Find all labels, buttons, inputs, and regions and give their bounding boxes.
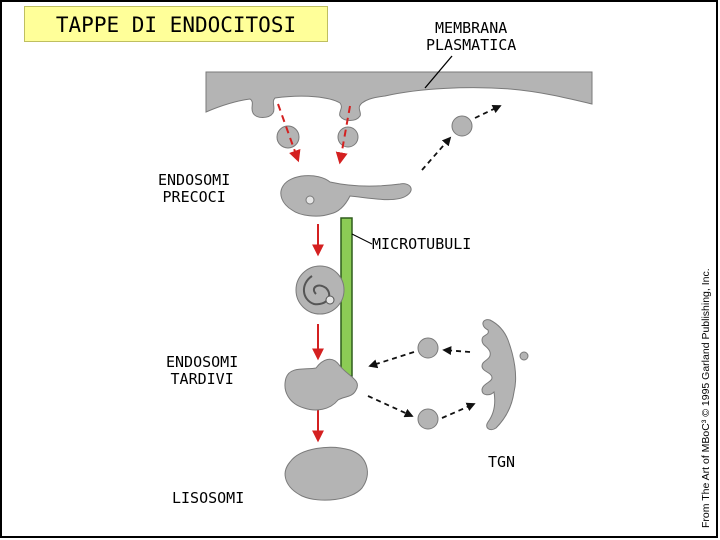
tgn-vesicle xyxy=(519,351,529,361)
label-lysosomes: LISOSOMI xyxy=(172,489,245,507)
label-late-endosomes: ENDOSOMI TARDIVI xyxy=(166,354,238,387)
arrow-vesicle-bottom-to-tgn xyxy=(441,402,476,419)
label-late-endosomes-line2: TARDIVI xyxy=(170,369,234,388)
copyright-credit: From The Art of MBoC³ © 1995 Garland Pub… xyxy=(700,268,712,528)
label-early-endosomes: ENDOSOMI PRECOCI xyxy=(158,172,230,205)
membrane-pointer-line xyxy=(424,55,453,89)
label-plasma-membrane-line2: PLASMATICA xyxy=(426,35,517,54)
lysosome xyxy=(284,446,368,501)
carrier-inner-vesicle xyxy=(325,295,335,305)
page-title: TAPPE DI ENDOCITOSI xyxy=(24,6,328,42)
microtubule-pointer-line xyxy=(351,233,373,245)
arrow-recycling-to-membrane xyxy=(474,105,502,119)
arrow-vesicle-left-to-endosome xyxy=(277,103,301,163)
endocytic-vesicle-right xyxy=(337,126,359,148)
tgn-transport-vesicle-bottom xyxy=(417,408,439,430)
arrow-vesicle-right-to-endosome xyxy=(335,105,351,165)
early-endosome-vesicle xyxy=(305,195,315,205)
late-endosome xyxy=(284,358,358,411)
early-endosome xyxy=(280,175,412,217)
arrow-vesicle-top-to-late xyxy=(368,351,415,369)
recycling-vesicle xyxy=(451,115,473,137)
label-tgn: TGN xyxy=(488,453,516,471)
label-microtubules: MICROTUBULI xyxy=(372,235,472,253)
arrow-tgn-to-vesicle-top xyxy=(442,346,471,356)
plasma-membrane xyxy=(205,71,593,121)
tgn-transport-vesicle-top xyxy=(417,337,439,359)
arrow-late-to-vesicle-bottom xyxy=(367,395,414,418)
arrow-recycling-to-vesicle xyxy=(421,136,452,171)
label-late-endosomes-line1: ENDOSOMI xyxy=(166,353,239,371)
label-early-endosomes-line2: PRECOCI xyxy=(162,187,226,206)
label-early-endosomes-line1: ENDOSOMI xyxy=(158,171,231,189)
label-plasma-membrane: MEMBRANA PLASMATICA xyxy=(426,20,516,53)
label-plasma-membrane-line1: MEMBRANA xyxy=(435,19,508,37)
trans-golgi-network xyxy=(481,319,517,431)
endocytic-vesicle-left xyxy=(276,125,300,149)
